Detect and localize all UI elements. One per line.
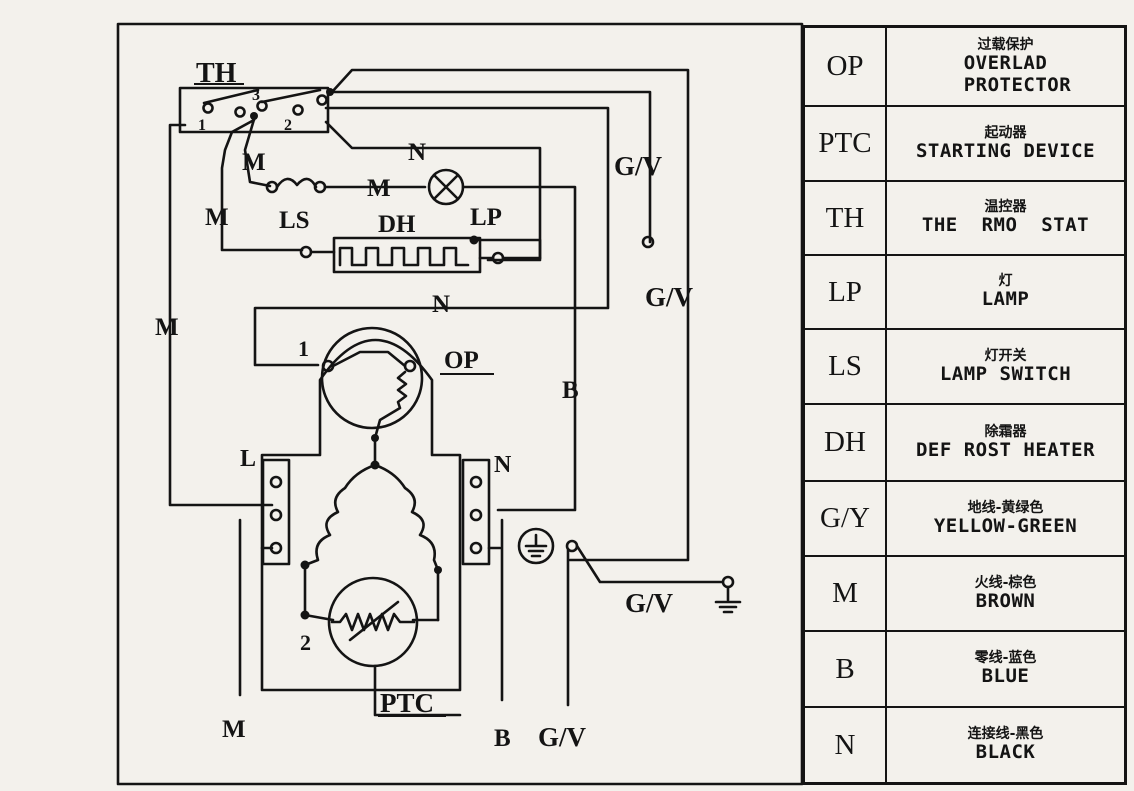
legend-code: DH — [805, 405, 887, 480]
lamp-switch-ls — [265, 177, 427, 194]
label-m-bottom: M — [222, 716, 246, 743]
label-b-mid: B — [562, 377, 579, 404]
wire-gv-outer — [330, 68, 690, 562]
legend-english-label: BLUE — [981, 665, 1030, 688]
label-th-1: 1 — [198, 117, 206, 134]
legend-chinese-label: 起动器 — [984, 124, 1027, 141]
legend-chinese-label: 地线-黄绿色 — [967, 499, 1044, 516]
defrost-heater-dh — [299, 235, 655, 274]
label-op: OP — [444, 347, 479, 374]
legend-english-label: YELLOW-GREEN — [933, 514, 1078, 537]
wire-n-upper — [253, 106, 610, 367]
label-op-1: 1 — [298, 336, 309, 361]
wire-m-switch — [243, 114, 272, 188]
wire-gv-inner — [326, 90, 652, 244]
legend-english-label: OVERLAD PROTECTOR — [963, 51, 1072, 96]
label-n-terminal: N — [494, 452, 512, 478]
legend-code: N — [805, 708, 887, 782]
label-gv-ground: G/V — [625, 588, 674, 618]
legend-code: TH — [805, 182, 887, 254]
label-ptc: PTC — [380, 688, 434, 718]
label-ls: LS — [279, 207, 310, 234]
legend-code: G/Y — [805, 482, 887, 555]
compressor-body — [260, 338, 462, 692]
legend-chinese-label: 零线-蓝色 — [974, 650, 1037, 667]
legend-english-label: DEF ROST HEATER — [915, 438, 1096, 461]
ground-symbol — [517, 527, 742, 614]
wire-m-left — [168, 123, 274, 507]
overload-protector-op — [320, 326, 424, 440]
label-gv-top: G/V — [614, 151, 663, 181]
legend-chinese-label: 除霜器 — [984, 423, 1027, 440]
legend-chinese-label: 温控器 — [984, 199, 1027, 216]
legend-code: PTC — [805, 107, 887, 180]
legend-english-label: STARTING DEVICE — [915, 139, 1096, 162]
legend-chinese-label: 过载保护 — [977, 36, 1034, 53]
label-gv-bottom: G/V — [538, 722, 587, 752]
thermostat-th — [178, 86, 330, 134]
label-th-2: 2 — [284, 117, 292, 134]
label-n-top: N — [408, 139, 426, 166]
label-m-mid: M — [367, 175, 391, 202]
label-ptc-2: 2 — [300, 630, 311, 655]
label-gv-right: G/V — [645, 282, 694, 312]
label-th-3: 3 — [252, 87, 260, 104]
label-m-left: M — [205, 204, 229, 231]
label-l-terminal: L — [240, 446, 256, 472]
legend-code: M — [805, 557, 887, 630]
legend-chinese-label: 灯开关 — [984, 347, 1027, 364]
legend-chinese-label: 灯 — [998, 273, 1013, 290]
legend-english-label: BROWN — [975, 589, 1036, 612]
label-lp: LP — [470, 204, 502, 231]
lamp-lp — [427, 168, 577, 512]
legend-code: OP — [805, 28, 887, 105]
junction-dots — [250, 88, 479, 620]
legend-english-label: THE RMO STAT — [921, 214, 1090, 237]
terminal-block-l — [261, 458, 291, 566]
legend-english-label: LAMP SWITCH — [939, 362, 1072, 385]
legend-code: LP — [805, 256, 887, 328]
label-dh: DH — [378, 211, 416, 238]
label-b-bottom: B — [494, 725, 511, 752]
legend-code: LS — [805, 330, 887, 403]
legend-chinese-label: 连接线-黑色 — [967, 726, 1044, 743]
label-m-far-left: M — [155, 314, 179, 341]
wire-n-top — [324, 120, 542, 262]
label-m-top: M — [242, 149, 266, 176]
legend-english-label: LAMP — [981, 288, 1030, 311]
legend-code: B — [805, 632, 887, 706]
label-n-mid: N — [432, 291, 450, 318]
legend-chinese-label: 火线-棕色 — [974, 574, 1037, 591]
terminal-block-n — [461, 458, 491, 566]
legend-english-label: BLACK — [975, 741, 1036, 764]
